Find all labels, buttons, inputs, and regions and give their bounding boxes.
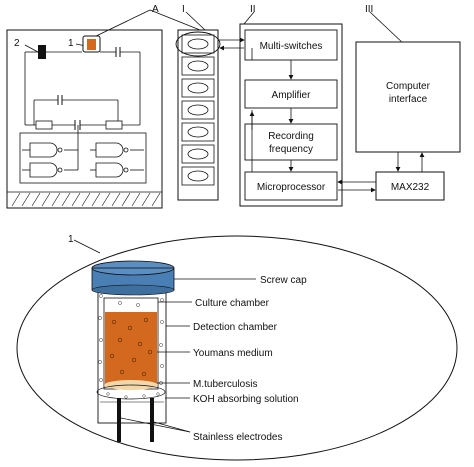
detection-bubbles: [98, 294, 164, 399]
callout-youmans-medium: Youmans medium: [193, 348, 273, 359]
callout-screw-cap: Screw cap: [260, 275, 307, 286]
enlarged-view-leader: [73, 239, 101, 254]
amplifier-label: Amplifier: [272, 90, 312, 101]
sensor-array: [175, 29, 221, 201]
electrode-right: [150, 398, 154, 442]
multi-switches-box: [244, 29, 338, 61]
recording-label-line1: Recording: [268, 131, 314, 142]
module-ii: Multi-switches Amplifier Recording frequ…: [239, 23, 343, 207]
callout-leaders: [120, 278, 256, 433]
label-iii: III: [365, 4, 373, 15]
highlight-ring: [175, 31, 221, 57]
youmans-medium-fill: [105, 312, 157, 386]
callout-m-tuberculosis: M.tuberculosis: [193, 379, 257, 390]
amplifier-box: [244, 79, 338, 109]
ground-hatching: [11, 192, 161, 207]
microprocessor-box: [244, 171, 338, 201]
computer-label-line1: Computer: [386, 81, 431, 92]
max232-label: MAX232: [391, 182, 430, 193]
label-a: A: [152, 4, 159, 15]
top-leader-lines: [24, 9, 406, 53]
multi-switches-label: Multi-switches: [260, 41, 323, 52]
computer-interface-box: [355, 41, 461, 153]
resistor-left: [35, 120, 53, 130]
sensor-chamber: [87, 39, 96, 50]
crystal-element: [38, 45, 46, 59]
recording-label-line2: frequency: [269, 144, 313, 155]
callout-koh-solution: KOH absorbing solution: [193, 394, 299, 405]
nand-gates: [29, 142, 129, 178]
medium-dots: [109, 317, 153, 377]
callout-detection-chamber: Detection chamber: [193, 322, 278, 333]
recording-box: [244, 123, 338, 161]
koh-ellipse: [96, 384, 166, 400]
label-ii: II: [250, 4, 256, 15]
sensor-label: 1: [68, 38, 74, 49]
sensor-cells: [181, 34, 215, 186]
connection-arrows: [218, 37, 425, 193]
capacitor-symbols: [57, 47, 121, 130]
enlarged-view-ellipse: [16, 235, 458, 461]
sensor-tube: [91, 260, 175, 442]
circuit-box: 2 1: [6, 29, 163, 209]
callout-stainless-electrodes: Stainless electrodes: [193, 432, 283, 443]
resistor-right: [105, 120, 123, 130]
module-iii: Computer interface MAX232: [355, 41, 461, 201]
callout-culture-chamber: Culture chamber: [195, 298, 270, 309]
computer-label-line2: interface: [389, 94, 428, 105]
crystal-label: 2: [14, 38, 20, 49]
enlarged-view-label: 1: [68, 234, 74, 245]
label-i: I: [182, 4, 185, 15]
electrode-left: [117, 398, 121, 442]
max232-box: [375, 171, 445, 201]
microprocessor-label: Microprocessor: [257, 182, 326, 193]
